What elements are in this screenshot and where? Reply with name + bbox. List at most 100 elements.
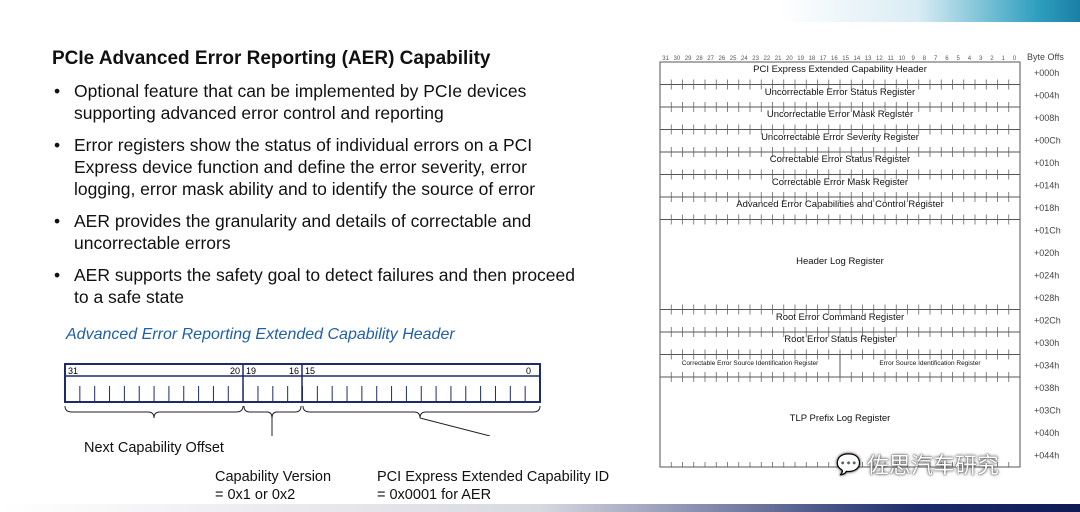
bullet-item: •AER supports the safety goal to detect …	[54, 265, 576, 307]
byte-offset: +014h	[1034, 181, 1059, 191]
capability-version-label: Capability Version = 0x1 or 0x2	[215, 469, 332, 503]
register-advanced-error-capabilities-control: Advanced Error Capabilities and Control …	[736, 199, 944, 210]
bit-number: 1	[1001, 56, 1005, 62]
watermark: 💬 佐思汽车研究	[836, 453, 999, 478]
header-bitfield-diagram: 31 20 19 16 15 0	[64, 363, 541, 436]
register-bit-ticks	[670, 219, 1010, 225]
byte-offset: +030h	[1034, 338, 1059, 348]
byte-offset: +038h	[1034, 383, 1059, 393]
bit-number: 31	[662, 56, 669, 62]
brace-capability-version	[243, 405, 302, 419]
register-bit-ticks	[670, 174, 1010, 180]
register-uncorrectable-error-severity: Uncorrectable Error Severity Register	[761, 132, 919, 143]
bullet-item: •Optional feature that can be implemente…	[54, 81, 527, 123]
register-bit-ticks	[670, 79, 1010, 85]
bit-number: 6	[945, 56, 949, 62]
bit-number: 22	[764, 56, 771, 62]
bullet-marker: •	[54, 265, 61, 285]
next-capability-offset-label: Next Capability Offset	[84, 440, 224, 456]
byte-offset: +008h	[1034, 113, 1059, 123]
wechat-icon: 💬	[836, 453, 861, 476]
bit-number: 4	[968, 56, 972, 62]
bit-label-31: 31	[68, 366, 78, 376]
register-bit-ticks	[670, 332, 1010, 337]
byte-offset: +044h	[1034, 451, 1059, 461]
bit-number: 17	[820, 56, 827, 62]
register-tlp-prefix-log: TLP Prefix Log Register	[790, 413, 891, 424]
brace-capability-id	[302, 405, 541, 419]
byte-offset: +01Ch	[1034, 226, 1061, 236]
bit-number: 2	[990, 56, 994, 62]
byte-offset: +018h	[1034, 203, 1059, 213]
register-uncorrectable-error-status: Uncorrectable Error Status Register	[765, 87, 915, 98]
bullet-item: •AER provides the granularity and detail…	[54, 211, 532, 253]
bullet-marker: •	[54, 211, 61, 231]
bit-number: 26	[719, 56, 726, 62]
register-error-source-id: Error Source Identification Register	[879, 360, 981, 367]
byte-offset: +004h	[1034, 91, 1059, 101]
bit-number: 20	[786, 56, 793, 62]
bit-label-20: 20	[230, 366, 240, 376]
leader-capability-id	[419, 417, 491, 436]
register-bit-ticks	[670, 102, 1010, 107]
register-bit-ticks	[670, 349, 1010, 355]
bit-number: 30	[674, 56, 681, 62]
byte-offset: +02Ch	[1034, 316, 1061, 326]
register-bit-ticks	[670, 147, 1010, 152]
bullet-item: •Error registers show the status of indi…	[54, 135, 536, 199]
bit-label-15: 15	[305, 366, 315, 376]
byte-offset: +020h	[1034, 248, 1059, 258]
top-accent-bar	[0, 0, 1080, 22]
bit-number: 3	[979, 56, 983, 62]
bit-number: 5	[956, 56, 960, 62]
bit-number: 27	[707, 56, 714, 62]
byte-offset: +034h	[1034, 361, 1059, 371]
bit-number: 14	[854, 56, 861, 62]
register-bit-ticks	[670, 377, 1010, 382]
slide-title: PCIe Advanced Error Reporting (AER) Capa…	[52, 48, 491, 69]
bit-number: 13	[865, 56, 872, 62]
bit-number: 9	[911, 56, 915, 62]
byte-offset-header: Byte Offs	[1027, 52, 1064, 62]
byte-offset-column: +000h+004h+008h+00Ch+010h+014h+018h+01Ch…	[1034, 68, 1061, 461]
register-root-error-status: Root Error Status Register	[784, 334, 895, 345]
register-bit-ticks	[670, 169, 1010, 175]
bit-number: 25	[730, 56, 737, 62]
register-bit-ticks	[670, 372, 1010, 377]
bit-number: 15	[842, 56, 849, 62]
register-bit-ticks	[670, 214, 1010, 220]
bit-number: 11	[888, 56, 895, 62]
bit-number: 0	[1013, 56, 1017, 62]
register-bit-ticks	[670, 304, 1010, 310]
byte-offset: +024h	[1034, 271, 1059, 281]
bit-number: 29	[685, 56, 692, 62]
bullet-marker: •	[54, 81, 61, 101]
register-header-log: Header Log Register	[796, 256, 884, 267]
byte-offset: +040h	[1034, 428, 1059, 438]
register-bit-ticks	[670, 327, 1010, 332]
brace-next-capability	[64, 405, 244, 419]
bit-number: 28	[696, 56, 703, 62]
bit-number: 18	[809, 56, 816, 62]
bit-label-16: 16	[289, 366, 299, 376]
byte-offset: +03Ch	[1034, 406, 1061, 416]
register-rows	[660, 79, 1020, 468]
bit-number: 19	[797, 56, 804, 62]
bit-number: 7	[934, 56, 938, 62]
byte-offset: +028h	[1034, 293, 1059, 303]
register-bit-ticks	[670, 309, 1010, 315]
register-correctable-error-source-id: Correctable Error Source Identification …	[682, 360, 819, 367]
register-bit-ticks	[670, 107, 1010, 112]
bullet-marker: •	[54, 135, 61, 155]
register-bit-ticks	[670, 129, 1010, 135]
register-bit-ticks	[670, 84, 1010, 90]
bit-number: 8	[923, 56, 927, 62]
bit-number: 21	[775, 56, 782, 62]
register-correctable-error-status: Correctable Error Status Register	[770, 154, 910, 165]
register-pci-express-extended-capability-header: PCI Express Extended Capability Header	[753, 64, 927, 75]
register-bit-ticks	[670, 124, 1010, 130]
bit-label-0: 0	[526, 366, 531, 376]
register-bit-ticks	[670, 462, 1010, 467]
